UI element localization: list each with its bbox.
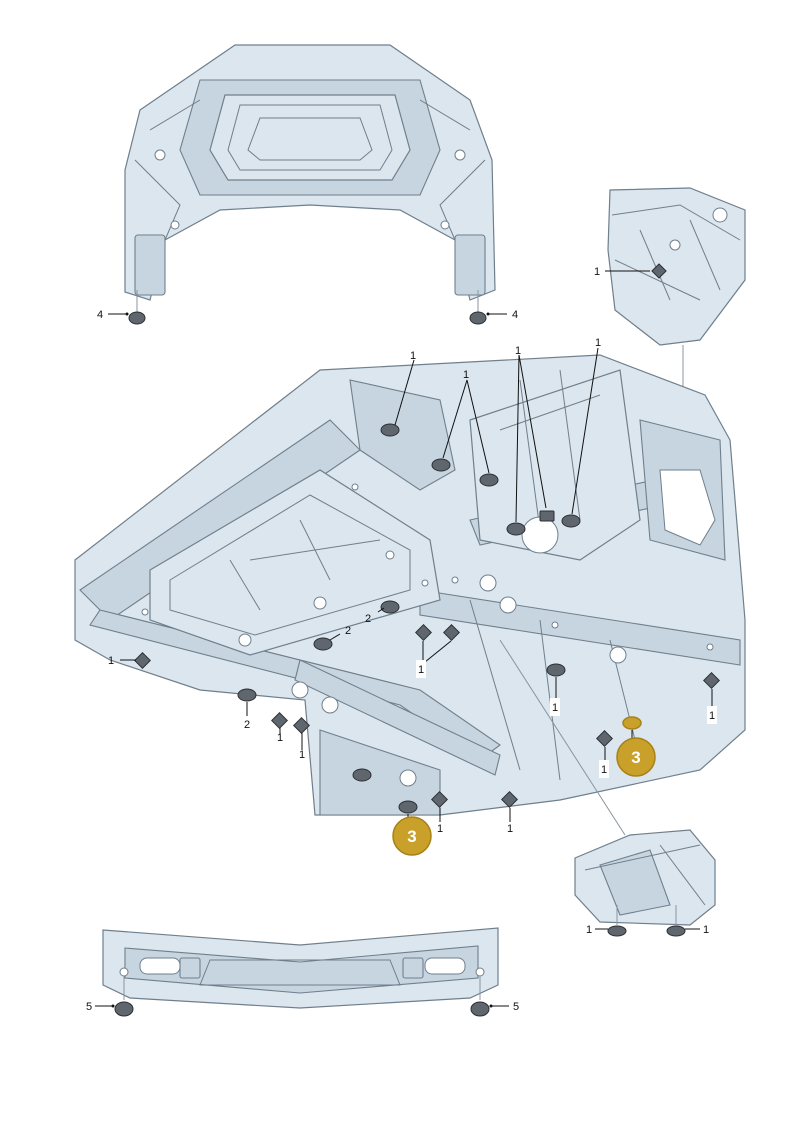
label-center-1: 1	[418, 664, 424, 676]
label-top-1a: 1	[410, 350, 416, 362]
label-bottom-1b: 1	[507, 823, 513, 835]
label-box-right-b	[599, 760, 609, 778]
label-mid-2a: 2	[365, 613, 371, 625]
plug-highlighted-right	[622, 716, 642, 730]
label-low-1a: 1	[277, 732, 283, 744]
label-bumper-right: 5	[513, 1001, 519, 1013]
plug-square-center-b	[443, 624, 460, 641]
label-top-1c: 1	[515, 345, 521, 357]
plug-square-bottom-a	[431, 791, 448, 808]
label-box-right-a	[550, 698, 560, 716]
plug-square-bottom-b	[501, 791, 518, 808]
plug-square-right-b	[596, 730, 613, 747]
label-inset-bottom-right: 1	[703, 924, 709, 936]
rear-panel	[95, 927, 509, 1017]
plug-square-low-b	[293, 717, 310, 734]
label-box-right-c	[707, 706, 717, 724]
label-hood-right: 4	[512, 309, 518, 321]
hood-plug-left	[108, 290, 146, 325]
plug-round-top-f	[561, 514, 581, 528]
label-left-1: 1	[108, 655, 114, 667]
label-bumper-left: 5	[86, 1001, 92, 1013]
hood-plug-right	[469, 290, 507, 325]
plug-square-top-e	[539, 510, 555, 522]
label-low-2: 2	[244, 719, 250, 731]
label-bottom-1a: 1	[437, 823, 443, 835]
plug-square-center-a	[415, 624, 432, 641]
label-box-center	[416, 660, 426, 678]
plug-round-mid-2b	[313, 637, 333, 651]
plug-round-top-b	[431, 458, 451, 472]
plug-round-rear	[352, 768, 372, 782]
highlight-label-bottom: 3	[407, 827, 416, 846]
label-right-1b: 1	[601, 764, 607, 776]
label-top-1d: 1	[595, 337, 601, 349]
label-hood-left: 4	[97, 309, 103, 321]
plug-square-right-c	[703, 672, 720, 689]
inset-detail-bottom	[574, 829, 716, 937]
highlight-marker-bottom: 3	[392, 816, 432, 856]
plug-round-low-2	[237, 688, 257, 702]
underbody-floor	[74, 354, 746, 816]
plug-round-top-c	[479, 473, 499, 487]
label-top-1b: 1	[463, 369, 469, 381]
plug-round-mid-2a	[380, 600, 400, 614]
label-inset-bottom-left: 1	[586, 924, 592, 936]
plug-round-top-d	[506, 522, 526, 536]
highlight-marker-right: 3	[616, 737, 656, 777]
plug-highlighted-bottom	[398, 800, 418, 814]
plug-round-top-a	[380, 423, 400, 437]
plug-square-left	[134, 652, 151, 669]
label-right-1a: 1	[552, 702, 558, 714]
hood-panel	[124, 44, 496, 301]
label-inset-top: 1	[594, 266, 600, 278]
leader-lines	[120, 347, 713, 836]
plug-round-right-a	[546, 663, 566, 677]
label-mid-2b: 2	[345, 625, 351, 637]
plug-square-low-a	[271, 712, 288, 729]
highlight-label-right: 3	[631, 748, 640, 767]
label-low-1b: 1	[299, 749, 305, 761]
label-right-1c: 1	[709, 710, 715, 722]
